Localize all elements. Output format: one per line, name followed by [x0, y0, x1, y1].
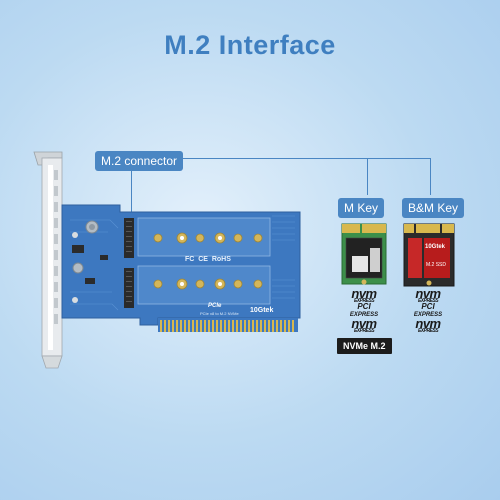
bm-ssd-brand: 10Gtek [425, 244, 446, 250]
board-brand-label: 10Gtek [250, 307, 274, 314]
pci-express-logo-bmkey: PCI EXPRESS [404, 303, 452, 319]
nvme-m2-badge: NVMe M.2 [337, 338, 392, 354]
board-pcie-mark: PCIe [208, 303, 222, 309]
connector-line-horizontal [183, 158, 430, 159]
nvm-logo-text: nvm [351, 316, 377, 331]
nvm-logo-text: nvm [415, 316, 441, 331]
nvm-logo-sub: EXPRESS [353, 328, 375, 334]
pci-logo-text: PCI [421, 302, 435, 311]
connector-line-mkey [367, 183, 368, 195]
pci-logo-text: PCI [357, 302, 371, 311]
nvm-logo-text: nvm [415, 286, 441, 301]
page-title: M.2 Interface [164, 30, 336, 60]
nvm-express-logo-mkey: nvm EXPRESS [340, 286, 388, 304]
nvm-logo-sub: EXPRESS [353, 298, 375, 304]
gold-fingers [160, 320, 294, 332]
connector-line-to-board [131, 166, 132, 218]
nvm-express-logo-mkey-2: nvm EXPRESS [340, 316, 388, 334]
connector-line-junction [367, 158, 368, 184]
board-certification-marks: FC CE RoHS [185, 256, 231, 263]
nvm-express-logo-bmkey: nvm EXPRESS [404, 286, 452, 304]
bm-key-callout: B&M Key [402, 198, 465, 218]
pci-express-logo-mkey: PCI EXPRESS [340, 303, 388, 319]
bm-ssd-model: M.2 SSD [426, 262, 447, 268]
board-slot-label: PCIe x8 to M.2 NVMe [200, 311, 239, 316]
metal-bracket [33, 151, 63, 369]
nvm-logo-text: nvm [351, 286, 377, 301]
nvm-logo-sub: EXPRESS [417, 298, 439, 304]
m2-connector-callout: M.2 connector [95, 151, 184, 171]
nvm-logo-sub: EXPRESS [417, 328, 439, 334]
m-key-callout: M Key [338, 198, 385, 218]
pci-logo-sub: EXPRESS [413, 312, 443, 318]
pci-logo-sub: EXPRESS [349, 312, 379, 318]
nvm-express-logo-bmkey-2: nvm EXPRESS [404, 316, 452, 334]
connector-line-bmkey [430, 158, 431, 195]
